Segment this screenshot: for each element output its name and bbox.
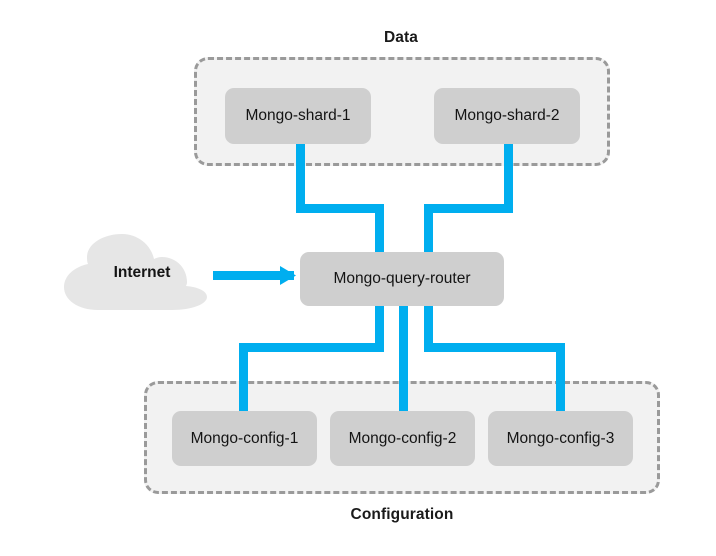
connector-router-to-config1 xyxy=(239,298,384,420)
internet-cloud: Internet xyxy=(62,228,230,318)
node-mongo-config-3[interactable]: Mongo-config-3 xyxy=(488,411,633,466)
arrowhead-icon xyxy=(280,266,296,285)
node-mongo-config-2[interactable]: Mongo-config-2 xyxy=(330,411,475,466)
connector-router-to-config3 xyxy=(424,298,565,420)
connector-shard1-to-router xyxy=(296,139,384,262)
node-mongo-config-1[interactable]: Mongo-config-1 xyxy=(172,411,317,466)
internet-cloud-label: Internet xyxy=(113,264,171,281)
node-mongo-query-router[interactable]: Mongo-query-router xyxy=(300,252,504,306)
node-mongo-shard-1[interactable]: Mongo-shard-1 xyxy=(225,88,371,144)
node-mongo-shard-2[interactable]: Mongo-shard-2 xyxy=(434,88,580,144)
group-label-configuration: Configuration xyxy=(350,506,454,523)
cloud-icon xyxy=(64,234,207,310)
connector-shard2-to-router xyxy=(424,139,513,262)
group-label-data: Data xyxy=(384,29,418,46)
